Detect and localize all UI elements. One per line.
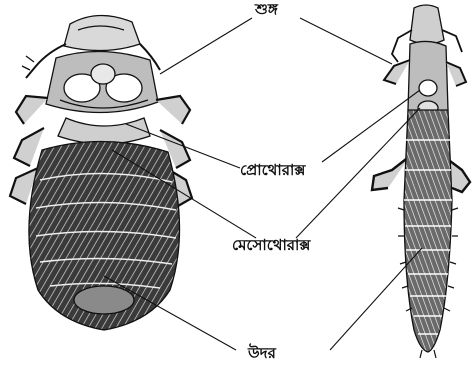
left-insect-leg-1 bbox=[16, 96, 48, 124]
leader-antenna-left bbox=[160, 18, 252, 74]
leader-abdomen-right bbox=[330, 248, 422, 350]
right-insect-head bbox=[410, 5, 444, 44]
antenna-label: শুঙ্গ bbox=[255, 2, 278, 17]
mesothorax-label: মেসোথোরাক্স bbox=[232, 238, 310, 253]
right-insect-leg-1 bbox=[384, 60, 410, 84]
left-insect-head bbox=[64, 15, 140, 50]
leader-mesothorax-right bbox=[296, 108, 420, 238]
prothorax-label: প্রোথোরাক্স bbox=[240, 163, 305, 178]
leader-antenna-right bbox=[300, 18, 392, 64]
right-insect-leg-2 bbox=[446, 62, 466, 86]
right-insect bbox=[372, 5, 470, 358]
leader-prothorax-right bbox=[322, 90, 420, 162]
left-insect bbox=[10, 15, 192, 330]
abdomen-label: উদর bbox=[248, 346, 276, 361]
left-insect-leg-4 bbox=[156, 96, 190, 124]
